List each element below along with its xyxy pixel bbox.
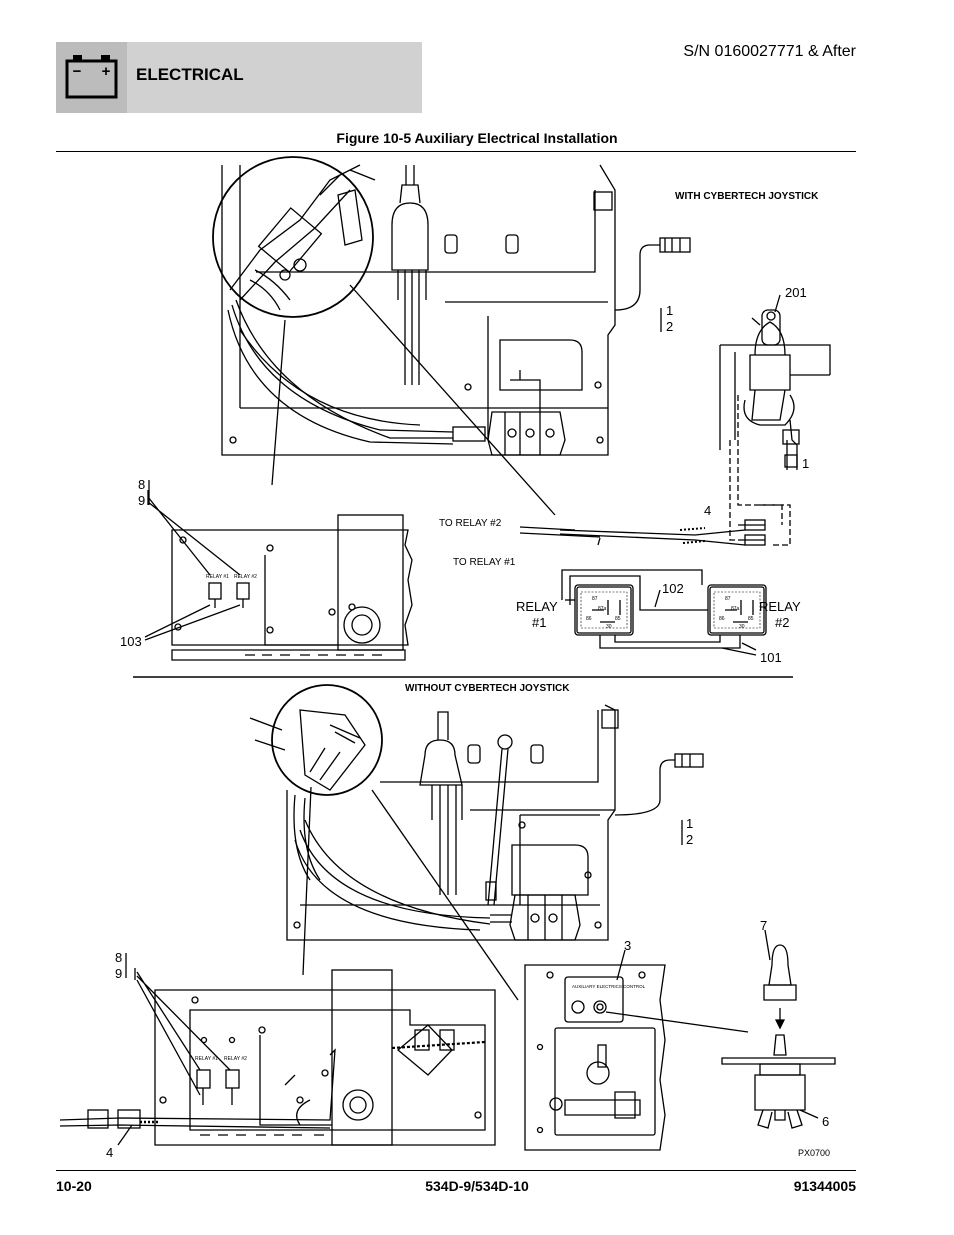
callout-6: 6: [822, 1114, 829, 1129]
relay1-pin86: 86: [586, 616, 592, 622]
battery-minus: −: [73, 63, 82, 80]
callout-103: 103: [120, 634, 142, 649]
callout-9-top: 9: [138, 493, 145, 508]
to-relay-2-label: TO RELAY #2: [439, 518, 502, 529]
relay-1-label-a: RELAY: [516, 599, 558, 614]
relay-panel-bottom: [59, 968, 496, 1146]
relay2-pin87a: 87a: [731, 606, 740, 612]
callout-2-bottom: 2: [686, 832, 693, 847]
relay2-pin87: 87: [725, 596, 731, 602]
relay-panel-top: [144, 490, 413, 661]
callout-4-bottom: 4: [106, 1145, 113, 1160]
relay2-pin85: 85: [748, 616, 754, 622]
relay-harness: [519, 526, 746, 546]
relay1-pin85: 85: [615, 616, 621, 622]
relay1-pin30: 30: [606, 624, 612, 630]
with-cybertech-label: WITH CYBERTECH JOYSTICK: [675, 191, 819, 202]
aux-panel-title: AUXILIARY ELECTRICS CONTROL: [572, 984, 646, 989]
callout-101: 101: [760, 650, 782, 665]
toggle-switch-detail: [721, 929, 836, 1129]
callout-4-top: 4: [704, 503, 711, 518]
relay-2-label-a: RELAY: [759, 599, 801, 614]
relay1-pin87: 87: [592, 596, 598, 602]
callout-1-joystick: 1: [802, 456, 809, 471]
relay-wiring: [561, 569, 767, 656]
battery-icon: − +: [65, 55, 118, 99]
callout-9-bottom: 9: [115, 966, 122, 981]
callout-102: 102: [662, 581, 684, 596]
callout-201: 201: [785, 285, 807, 300]
px-code: PX0700: [798, 1148, 830, 1158]
without-cybertech-label: WITHOUT CYBERTECH JOYSTICK: [405, 683, 570, 694]
relay-2-label-b: #2: [775, 615, 789, 630]
battery-plus: +: [102, 63, 111, 80]
section-title: ELECTRICAL: [136, 65, 244, 84]
battery-icon-box: − +: [56, 42, 127, 113]
panel-relay-1-tag-b: RELAY #1: [195, 1056, 218, 1062]
relay-1-label-b: #1: [532, 615, 546, 630]
aux-control-panel: [524, 949, 749, 1151]
callout-1-bottom: 1: [686, 816, 693, 831]
cybertech-joystick-detail: [719, 294, 831, 546]
callout-8-bottom: 8: [115, 950, 122, 965]
model-number: 534D-9/534D-10: [425, 1178, 529, 1194]
serial-number: S/N 0160027771 & After: [683, 43, 856, 60]
callout-1-top: 1: [666, 303, 673, 318]
to-relay-1-label: TO RELAY #1: [453, 557, 516, 568]
callout-8-top: 8: [138, 477, 145, 492]
footer-rule: [56, 1170, 856, 1171]
cab-view-cybertech: [212, 156, 691, 516]
relay2-pin86: 86: [719, 616, 725, 622]
callout-3: 3: [624, 938, 631, 953]
callout-2-top: 2: [666, 319, 673, 334]
cab-view-standard: [249, 684, 704, 1001]
panel-relay-1-tag: RELAY #1: [206, 574, 229, 580]
header-rule: [56, 151, 856, 152]
callout-7: 7: [760, 918, 767, 933]
part-number: 91344005: [793, 1178, 856, 1194]
figure-title: Figure 10-5 Auxiliary Electrical Install…: [336, 130, 618, 146]
panel-relay-2-tag-b: RELAY #2: [224, 1056, 247, 1062]
page-number: 10-20: [56, 1178, 92, 1194]
panel-relay-2-tag: RELAY #2: [234, 574, 257, 580]
relay1-pin87a: 87a: [598, 606, 607, 612]
relay2-pin30: 30: [739, 624, 745, 630]
